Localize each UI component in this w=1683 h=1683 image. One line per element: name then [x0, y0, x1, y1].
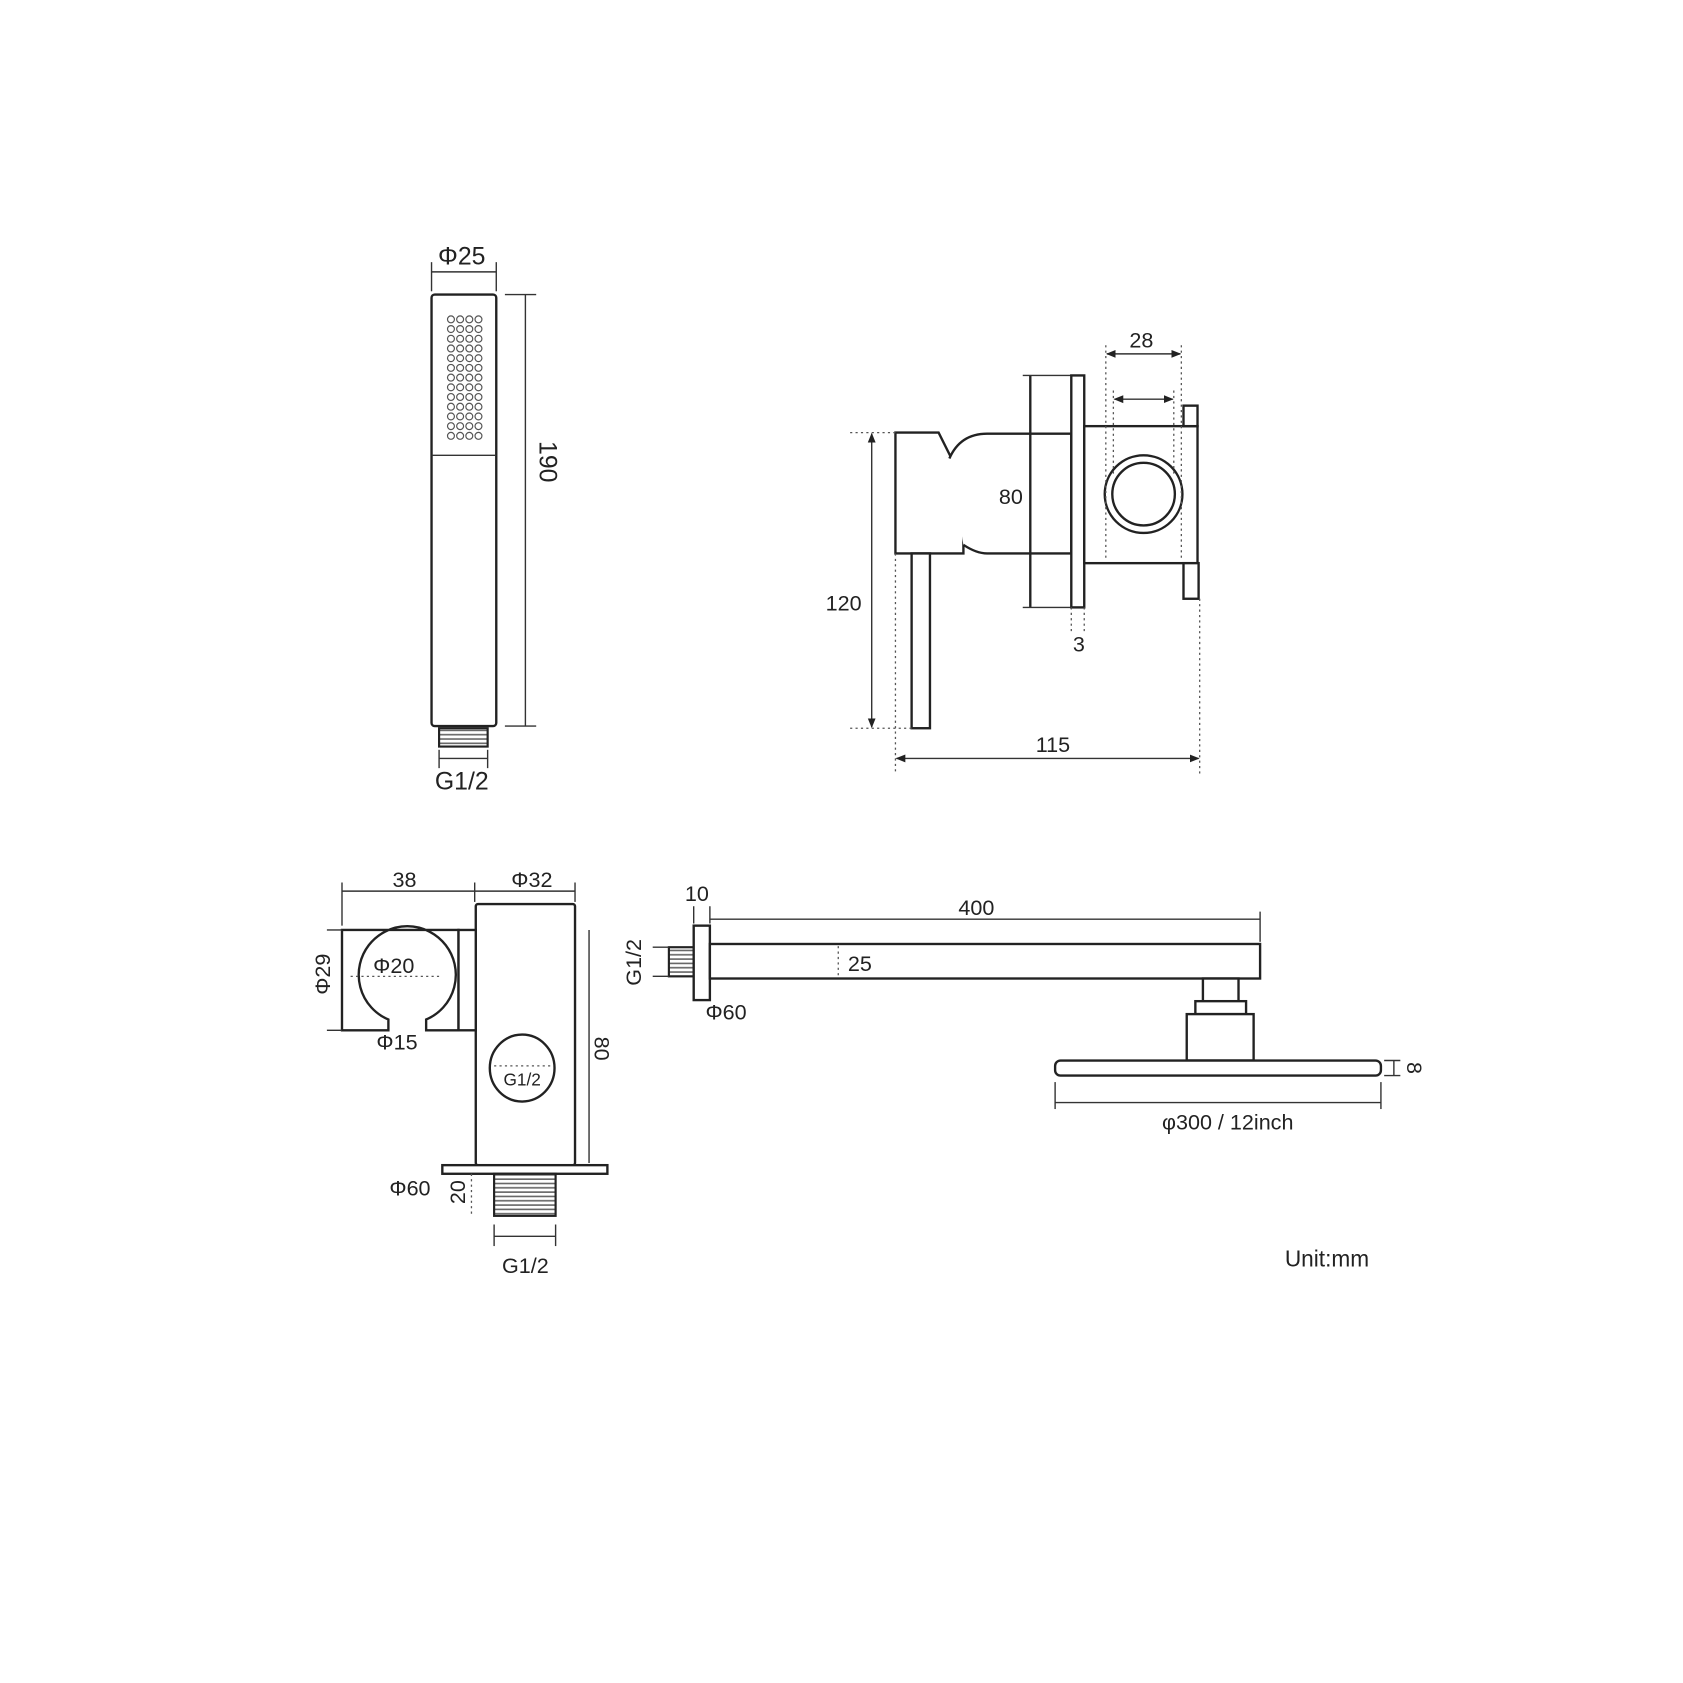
nozzle-dot — [446, 363, 456, 372]
unit-label: Unit:mm — [1285, 1246, 1369, 1272]
holder-thread-label: G1/2 — [502, 1253, 549, 1278]
nozzle-dot — [474, 315, 483, 324]
nozzle-dot — [474, 431, 483, 440]
nozzle-dot — [456, 334, 465, 343]
nozzle-dot — [465, 315, 474, 324]
nozzle-dot — [474, 354, 483, 363]
nozzle-dot — [465, 392, 474, 402]
nozzle-dot — [474, 412, 483, 421]
head-diameter-label: φ300 / 12inch — [1162, 1110, 1293, 1135]
hand-shower-diameter-label: Φ25 — [438, 243, 485, 270]
arm-400-label: 400 — [958, 895, 994, 920]
nozzle-dot — [465, 412, 474, 421]
holder-80-label: 80 — [589, 1037, 614, 1061]
head-connector — [1201, 977, 1240, 1003]
holder-thread — [493, 1172, 557, 1217]
hand-shower-connector — [438, 727, 489, 748]
holder-phi15-label: Φ15 — [376, 1030, 417, 1055]
nozzle-dot — [446, 383, 456, 392]
arm-pipe — [708, 942, 1262, 980]
nozzle-dot — [474, 422, 483, 431]
nozzle-dot — [446, 325, 456, 334]
nozzle-dot — [465, 373, 474, 382]
hand-shower-length-label: 190 — [533, 441, 560, 482]
nozzle-dot — [446, 354, 456, 363]
arm-thread-label: G1/2 — [621, 939, 646, 986]
nozzle-dot — [446, 344, 456, 353]
mixer-80-label: 80 — [999, 484, 1023, 509]
arm-25-label: 25 — [848, 951, 872, 976]
mixer-115-label: 115 — [1036, 732, 1070, 757]
arm-flange — [692, 924, 712, 1002]
nozzle-dot — [456, 412, 465, 421]
nozzle-dot — [456, 422, 465, 431]
shower-head-plate — [1053, 1059, 1383, 1077]
mixer-28-label: 28 — [1129, 327, 1153, 352]
holder-phi29-label: Φ29 — [310, 954, 335, 995]
nozzle-grid — [446, 315, 483, 440]
nozzle-dot — [465, 422, 474, 431]
arm-thread — [667, 946, 695, 978]
nozzle-dot — [456, 344, 465, 353]
nozzle-dot — [465, 344, 474, 353]
holder-base-plate — [441, 1163, 609, 1175]
nozzle-dot — [474, 383, 483, 392]
nozzle-dot — [465, 383, 474, 392]
hand-shower-drawing: Φ25 190 G1/2 — [430, 243, 560, 796]
nozzle-dot — [446, 392, 456, 402]
holder-phi20-label: Φ20 — [373, 953, 414, 978]
nozzle-dot — [446, 431, 456, 440]
nozzle-dot — [465, 354, 474, 363]
mixer-lever — [910, 552, 932, 730]
shower-arm-drawing: 25 10 400 G1/2 Φ60 8 φ300 / 12inch — [621, 881, 1427, 1135]
nozzle-dot — [456, 402, 465, 411]
mixer-drawing: 80 28 120 3 115 — [826, 327, 1201, 775]
nozzle-dot — [465, 402, 474, 411]
holder-38-label: 38 — [393, 867, 417, 892]
holder-drawing: 38 Φ32 Φ29 Φ20 Φ15 G1/2 80 Φ60 20 G1/2 — [310, 867, 614, 1278]
nozzle-dot — [446, 412, 456, 421]
holder-inlet-circle — [488, 1033, 556, 1103]
nozzle-dot — [446, 373, 456, 382]
nozzle-dot — [446, 402, 456, 411]
mixer-wall-plate — [1070, 374, 1086, 609]
nozzle-dot — [456, 383, 465, 392]
nozzle-dot — [474, 373, 483, 382]
holder-bracket — [340, 925, 460, 1032]
hand-shower-body — [430, 293, 498, 728]
nozzle-dot — [465, 431, 474, 440]
nozzle-dot — [456, 315, 465, 324]
nozzle-dot — [474, 402, 483, 411]
nozzle-dot — [474, 325, 483, 334]
nozzle-dot — [446, 334, 456, 343]
nozzle-dot — [456, 363, 465, 372]
nozzle-dot — [456, 325, 465, 334]
nozzle-dot — [456, 373, 465, 382]
nozzle-dot — [446, 315, 456, 324]
holder-20-label: 20 — [445, 1180, 470, 1204]
nozzle-dot — [456, 354, 465, 363]
mixer-3-label: 3 — [1073, 632, 1085, 657]
arm-phi60-label: Φ60 — [705, 1000, 746, 1025]
nozzle-dot — [474, 344, 483, 353]
nozzle-dot — [465, 325, 474, 334]
nozzle-dot — [474, 363, 483, 372]
nozzle-dot — [456, 431, 465, 440]
nozzle-dot — [474, 334, 483, 343]
nozzle-dot — [456, 392, 465, 402]
holder-inner-thread-label: G1/2 — [503, 1069, 540, 1089]
arm-10-label: 10 — [685, 881, 709, 906]
head-8-label: 8 — [1402, 1062, 1427, 1074]
hand-shower-thread-label: G1/2 — [435, 769, 489, 796]
nozzle-dot — [465, 363, 474, 372]
nozzle-dot — [465, 334, 474, 343]
mixer-120-label: 120 — [826, 591, 862, 616]
holder-phi32-label: Φ32 — [511, 867, 552, 892]
holder-phi60-label: Φ60 — [389, 1175, 430, 1200]
nozzle-dot — [446, 422, 456, 431]
nozzle-dot — [474, 392, 483, 402]
